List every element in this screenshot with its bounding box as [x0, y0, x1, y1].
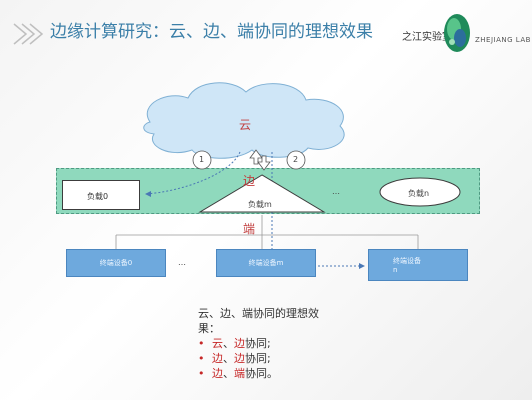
- zhejiang-lab-logo-icon: [444, 14, 470, 52]
- summary-list: •云、边协同; •边、边协同; •边、端协同。: [198, 336, 338, 381]
- device-n-label-2: n: [393, 266, 398, 274]
- device-m-label: 终端设备m: [248, 259, 284, 267]
- device-0: 终端设备0: [66, 249, 166, 277]
- summary-item: •边、端协同。: [198, 367, 278, 380]
- slide-title: 边缘计算研究：云、边、端协同的理想效果: [50, 22, 373, 42]
- lab-name: 之江实验室: [402, 32, 452, 43]
- device-0-label: 终端设备0: [99, 259, 133, 267]
- end-label: 端: [243, 222, 256, 236]
- bullet-icon: •: [198, 367, 205, 380]
- chevron-arrows-icon: [13, 23, 44, 45]
- cloud-edge-arrows: [249, 149, 271, 171]
- lab-name-en: ZHEJIANG LAB: [475, 36, 531, 44]
- summary-text: 云、边、端协同的理想效果： •云、边协同; •边、边协同; •边、端协同。: [198, 306, 338, 381]
- load-0-label: 负载0: [87, 192, 109, 201]
- bullet-icon: •: [198, 352, 205, 365]
- device-n-label: 终端设备: [393, 257, 421, 265]
- summary-item: •云、边协同;: [198, 337, 271, 350]
- edge-label: 边: [243, 174, 256, 188]
- edge-ellipsis: …: [332, 187, 340, 196]
- load-n-label: 负载n: [408, 189, 430, 198]
- summary-intro: 云、边、端协同的理想效果：: [198, 307, 319, 335]
- arrow-label-1: 1: [199, 155, 205, 164]
- device-m: 终端设备m: [216, 249, 316, 277]
- device-ellipsis: …: [178, 258, 186, 267]
- load-m-label: 负载m: [248, 200, 272, 209]
- bullet-icon: •: [198, 337, 205, 350]
- cloud-shape: [143, 82, 345, 159]
- summary-item: •边、边协同;: [198, 352, 271, 365]
- cloud-label: 云: [239, 118, 252, 132]
- arrow-label-2: 2: [293, 155, 299, 164]
- load-0-box: 负载0: [62, 180, 140, 210]
- device-n: 终端设备 n: [368, 249, 468, 281]
